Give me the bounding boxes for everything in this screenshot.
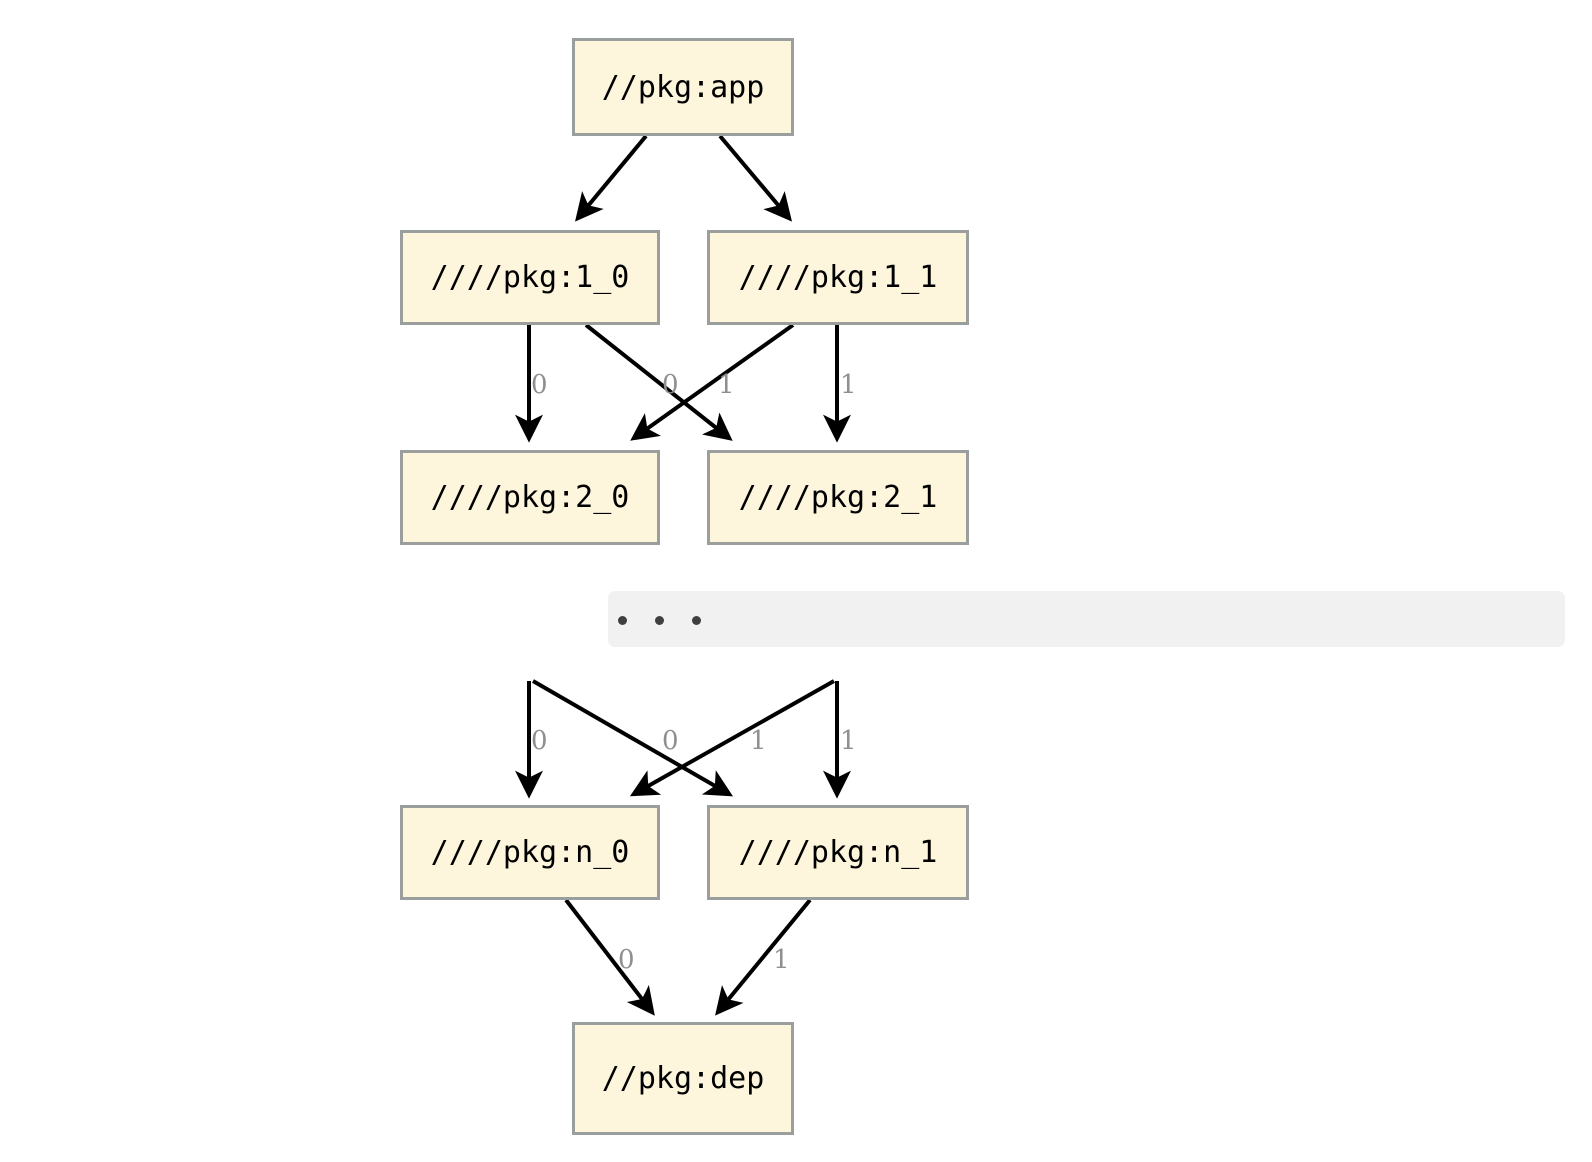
node-label: //pkg:dep: [601, 1061, 765, 1096]
edge-label: 0: [531, 726, 548, 756]
node-pkg-dep[interactable]: //pkg:dep: [572, 1022, 794, 1135]
node-pkg-2_0[interactable]: ////pkg:2_0: [400, 450, 660, 545]
edge-label: 0: [531, 370, 548, 400]
node-label: ////pkg:n_1: [738, 835, 938, 870]
ellipsis-dot-icon: [655, 616, 664, 625]
node-label: ////pkg:2_1: [738, 480, 938, 515]
edge-app-to-1_1: [718, 134, 793, 222]
node-pkg-1_1[interactable]: ////pkg:1_1: [707, 230, 969, 325]
node-label: ////pkg:1_1: [738, 260, 938, 295]
edge-1_0-to-2_1: [584, 323, 733, 441]
truncation-band[interactable]: [608, 591, 1565, 647]
edge-1_1-to-2_0: [630, 323, 795, 441]
node-label: ////pkg:1_0: [430, 260, 630, 295]
edge-label: 0: [662, 370, 679, 400]
edge-label: 1: [750, 726, 767, 756]
edge-label: 1: [840, 370, 857, 400]
edge-label: 0: [662, 726, 679, 756]
node-pkg-n_0[interactable]: ////pkg:n_0: [400, 805, 660, 900]
edge-label: 1: [718, 370, 735, 400]
edge-n_1-to-dep: [715, 898, 812, 1016]
edge-n_0-to-dep: [564, 898, 655, 1016]
node-pkg-1_0[interactable]: ////pkg:1_0: [400, 230, 660, 325]
node-label: ////pkg:2_0: [430, 480, 630, 515]
node-pkg-n_1[interactable]: ////pkg:n_1: [707, 805, 969, 900]
edge-label: 1: [840, 726, 857, 756]
node-pkg-2_1[interactable]: ////pkg:2_1: [707, 450, 969, 545]
edge-label: 0: [618, 945, 635, 975]
node-label: //pkg:app: [601, 69, 765, 105]
edge-label: 1: [773, 945, 790, 975]
node-pkg-app[interactable]: //pkg:app: [572, 38, 794, 136]
edge-app-to-1_0: [575, 134, 648, 222]
ellipsis-dot-icon: [692, 616, 701, 625]
node-label: ////pkg:n_0: [430, 835, 630, 870]
edge-truncated-to-n_1: [532, 679, 734, 797]
edge-truncated-alt-to-n_0: [629, 679, 835, 797]
ellipsis-dot-icon: [618, 616, 627, 625]
